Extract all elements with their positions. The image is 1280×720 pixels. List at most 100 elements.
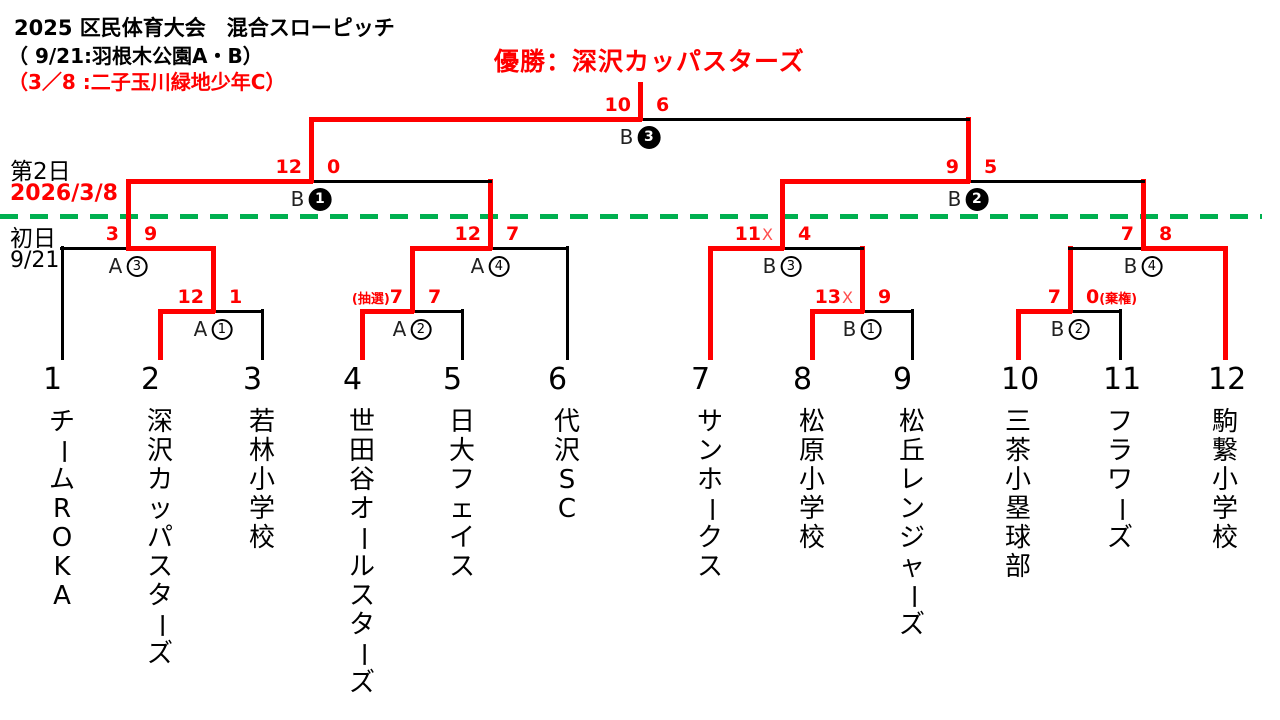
champion-text: 優勝：深沢カッパスターズ — [494, 47, 805, 76]
team-number: 6 — [548, 362, 568, 397]
match-score-right: 9 — [144, 223, 158, 245]
winner-line-v — [780, 179, 785, 250]
day-separator-line — [0, 214, 1262, 219]
venue-day1-text: （ 9/21:羽根木公園A・B） — [8, 44, 263, 68]
team-name: フラワーズ — [1105, 407, 1136, 553]
team-number: 8 — [793, 362, 813, 397]
bracket-line-h — [780, 247, 864, 250]
team-line — [708, 246, 713, 360]
bracket-line-h — [708, 246, 784, 251]
match-score-left: 9 — [945, 156, 959, 178]
team-number: 2 — [141, 362, 161, 397]
team-line — [61, 246, 64, 360]
team-line — [360, 309, 365, 360]
bracket-line-h — [126, 179, 313, 184]
bracket-line-h — [860, 310, 914, 313]
match-score-right: 7 — [506, 223, 520, 245]
day1-label: 初日 — [10, 226, 56, 252]
team-line — [1223, 246, 1228, 360]
match-score-left: 12 — [275, 156, 302, 178]
team-number: 5 — [443, 362, 463, 397]
team-name: 三茶小塁球部 — [1004, 407, 1032, 582]
team-line — [911, 309, 914, 360]
winner-line-v — [860, 246, 865, 313]
match-score-left: 12 — [454, 223, 481, 245]
team-name: 松原小学校 — [798, 407, 826, 553]
match-venue-letter: A — [193, 317, 208, 341]
team-line — [158, 309, 163, 360]
team-number: 9 — [893, 362, 913, 397]
bracket-line-h — [488, 247, 569, 250]
winner-line-v — [1141, 179, 1146, 250]
team-name: サンホークス — [695, 407, 726, 582]
match-score-left: 7 — [1120, 223, 1134, 245]
team-name: 日大フェイス — [448, 407, 476, 582]
team-name: 駒繋小学校 — [1211, 407, 1239, 553]
bracket-line-h — [1068, 310, 1122, 313]
team-line — [461, 309, 464, 360]
bracket-line-h — [360, 309, 414, 314]
day1-date: 9/21 — [10, 248, 60, 273]
bracket-line-h — [810, 309, 864, 314]
match-number-circle: 1 — [308, 187, 332, 211]
match-venue-letter: A — [470, 254, 485, 278]
team-line — [261, 309, 264, 360]
match-score-left: 10 — [604, 94, 631, 116]
team-number: 4 — [343, 362, 363, 397]
day2-date: 2026/3/8 — [10, 181, 118, 206]
bracket-line-h — [410, 310, 464, 313]
winner-line-v — [126, 179, 131, 250]
team-number: 12 — [1208, 362, 1247, 397]
team-number: 1 — [43, 362, 63, 397]
winner-line-v — [488, 179, 493, 250]
day2-label: 第2日 — [10, 159, 71, 185]
match-venue-letter: B — [290, 187, 305, 211]
bracket-line-h — [1068, 247, 1145, 250]
team-name: 深沢カッパスターズ — [145, 407, 176, 669]
match-score-right: 9 — [878, 286, 892, 308]
match-score-left: (抽選)7 — [351, 286, 403, 308]
team-line — [566, 246, 569, 360]
team-line — [1119, 309, 1122, 360]
match-score-right: 5 — [984, 156, 998, 178]
match-number-circle: 4 — [1141, 255, 1163, 277]
match-number-circle: 4 — [488, 255, 510, 277]
match-venue-letter: B — [762, 254, 777, 278]
venue-day2-text: （3／8 :二子玉川緑地少年C） — [8, 70, 286, 94]
bracket-line-h — [638, 118, 970, 121]
team-line — [1016, 309, 1021, 360]
match-score-right: 0(棄権) — [1086, 286, 1138, 308]
winner-line-v — [211, 246, 216, 313]
match-venue-letter: B — [1050, 317, 1065, 341]
match-venue-letter: A — [108, 254, 123, 278]
match-score-right: 6 — [656, 94, 670, 116]
match-score-right: 1 — [229, 286, 243, 308]
match-score-right: 0 — [327, 156, 341, 178]
match-score-left: 7 — [1047, 286, 1061, 308]
match-venue-letter: B — [842, 317, 857, 341]
match-number-circle: 3 — [126, 255, 148, 277]
bracket-line-h — [966, 180, 1145, 183]
team-number: 10 — [1001, 362, 1040, 397]
team-number: 11 — [1103, 362, 1142, 397]
bracket-line-h — [60, 247, 130, 250]
bracket-line-h — [126, 246, 215, 251]
match-number-circle: 1 — [860, 318, 882, 340]
bracket-line-h — [211, 310, 264, 313]
team-number: 7 — [691, 362, 711, 397]
team-name: 若林小学校 — [248, 407, 276, 553]
winner-line-v — [410, 246, 415, 313]
tournament-title: 2025 区民体育大会 混合スローピッチ — [14, 16, 395, 40]
